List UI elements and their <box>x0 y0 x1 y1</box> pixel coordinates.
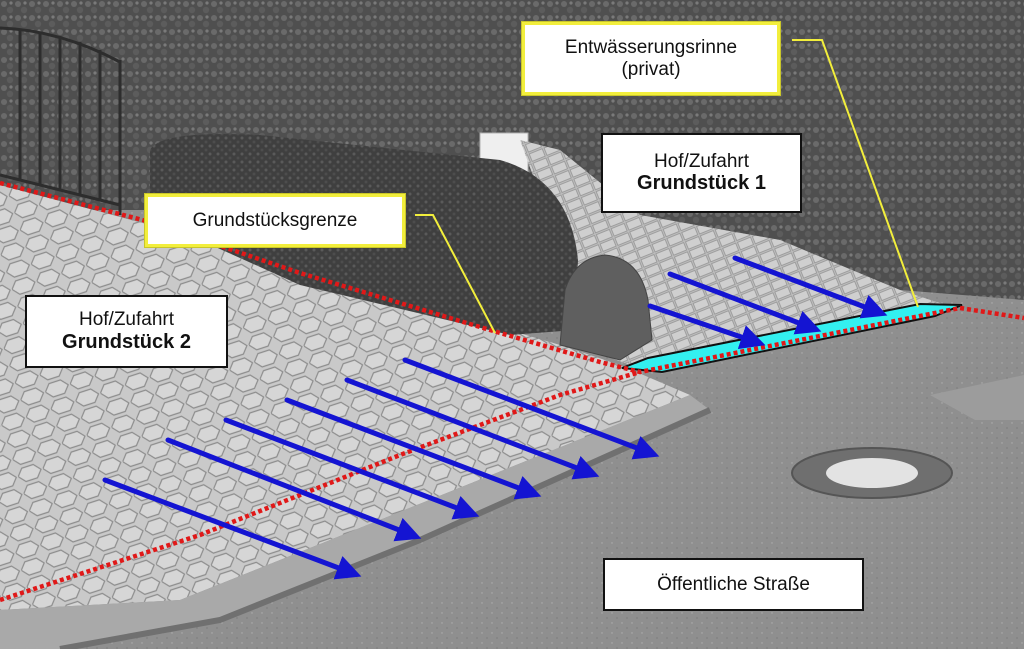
arrow-icon <box>402 357 660 460</box>
arrow-icon <box>647 303 766 350</box>
label-property-boundary-text: Grundstücksgrenze <box>192 209 358 231</box>
property-boundary-line <box>0 180 1024 375</box>
drainage-channel <box>621 302 963 374</box>
label-property-boundary: Grundstücksgrenze <box>145 194 405 247</box>
label-property-1-line2: Grundstück 1 <box>637 172 766 195</box>
arrow-icon <box>344 377 600 480</box>
label-public-road: Öffentliche Straße <box>603 558 864 611</box>
label-property-2-line1: Hof/Zufahrt <box>78 309 175 331</box>
runoff-arrows-property-2 <box>102 357 660 580</box>
label-public-road-text: Öffentliche Straße <box>657 573 810 595</box>
curb-strip <box>0 395 710 649</box>
runoff-arrows-property-1 <box>647 255 888 350</box>
arrow-icon <box>102 477 362 580</box>
leader-line-boundary <box>415 214 496 334</box>
manhole-cover <box>791 447 953 499</box>
label-property-2: Hof/Zufahrt Grundstück 2 <box>25 295 228 368</box>
label-drainage-channel-line1: Entwässerungsrinne <box>564 36 738 58</box>
boulder <box>559 254 653 361</box>
label-property-2-line2: Grundstück 2 <box>62 330 191 353</box>
label-property-1-line1: Hof/Zufahrt <box>653 150 750 172</box>
label-drainage-channel-line2: (privat) <box>621 58 681 80</box>
curb-edge <box>59 407 712 649</box>
road-patch <box>930 375 1024 420</box>
arrow-icon <box>165 437 422 542</box>
label-property-1: Hof/Zufahrt Grundstück 1 <box>601 133 802 213</box>
arrow-icon <box>667 271 822 335</box>
leader-line-drain <box>792 39 919 308</box>
property-boundary-line-curb <box>0 369 641 603</box>
iron-gate <box>0 26 122 215</box>
arrow-icon <box>223 417 480 520</box>
arrow-icon <box>732 255 888 319</box>
arrow-icon <box>284 397 542 500</box>
label-drainage-channel: Entwässerungsrinne (privat) <box>522 22 780 95</box>
